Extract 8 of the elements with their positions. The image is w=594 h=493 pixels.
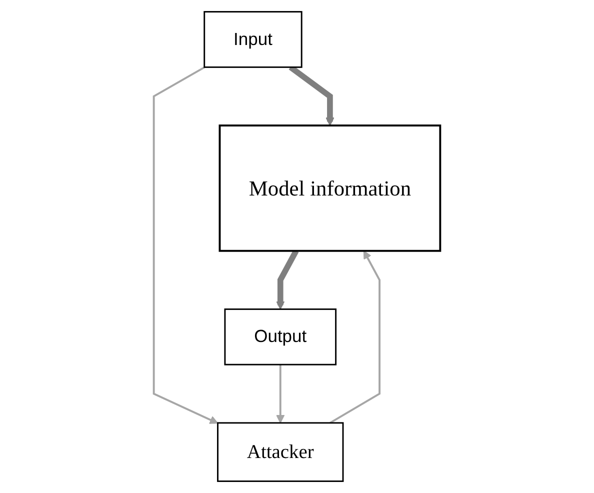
arrow (276, 364, 285, 424)
arrow (152, 66, 218, 424)
arrow (329, 250, 381, 424)
arrow (276, 249, 299, 310)
node-box: Model information (218, 124, 442, 252)
node-box: Output (224, 308, 337, 366)
node-box: Input (204, 11, 302, 68)
node-box: Attacker (217, 422, 344, 482)
